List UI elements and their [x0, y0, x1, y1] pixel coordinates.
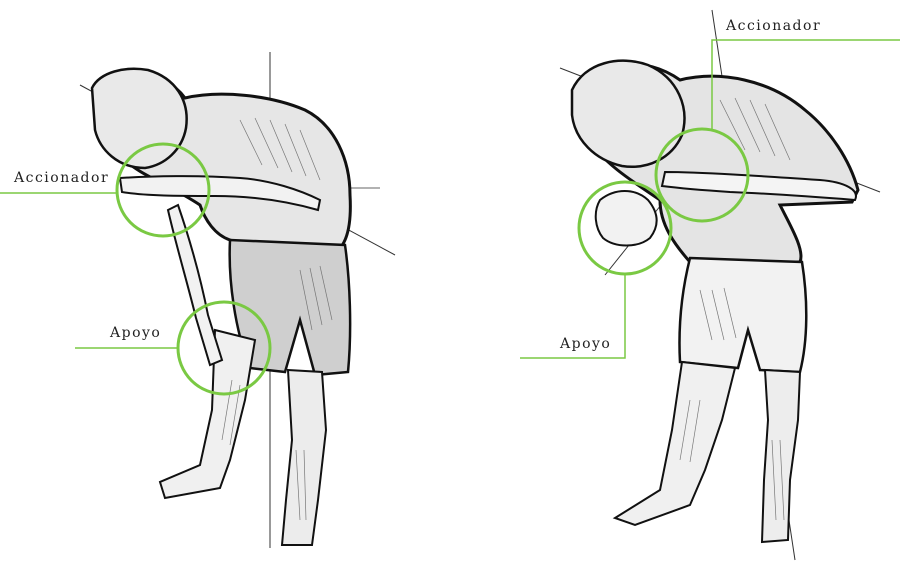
right-support-label: Apoyo [560, 336, 611, 352]
left-figure [0, 52, 395, 548]
right-leg-front [615, 362, 735, 525]
left-support-label: Apoyo [110, 325, 161, 341]
right-head [572, 61, 684, 167]
right-figure [520, 10, 900, 560]
right-shorts [679, 258, 806, 372]
right-actuator-label: Accionador [726, 18, 821, 34]
left-head [92, 69, 187, 168]
right-support-arm [596, 191, 657, 246]
left-actuator-label: Accionador [14, 170, 109, 186]
